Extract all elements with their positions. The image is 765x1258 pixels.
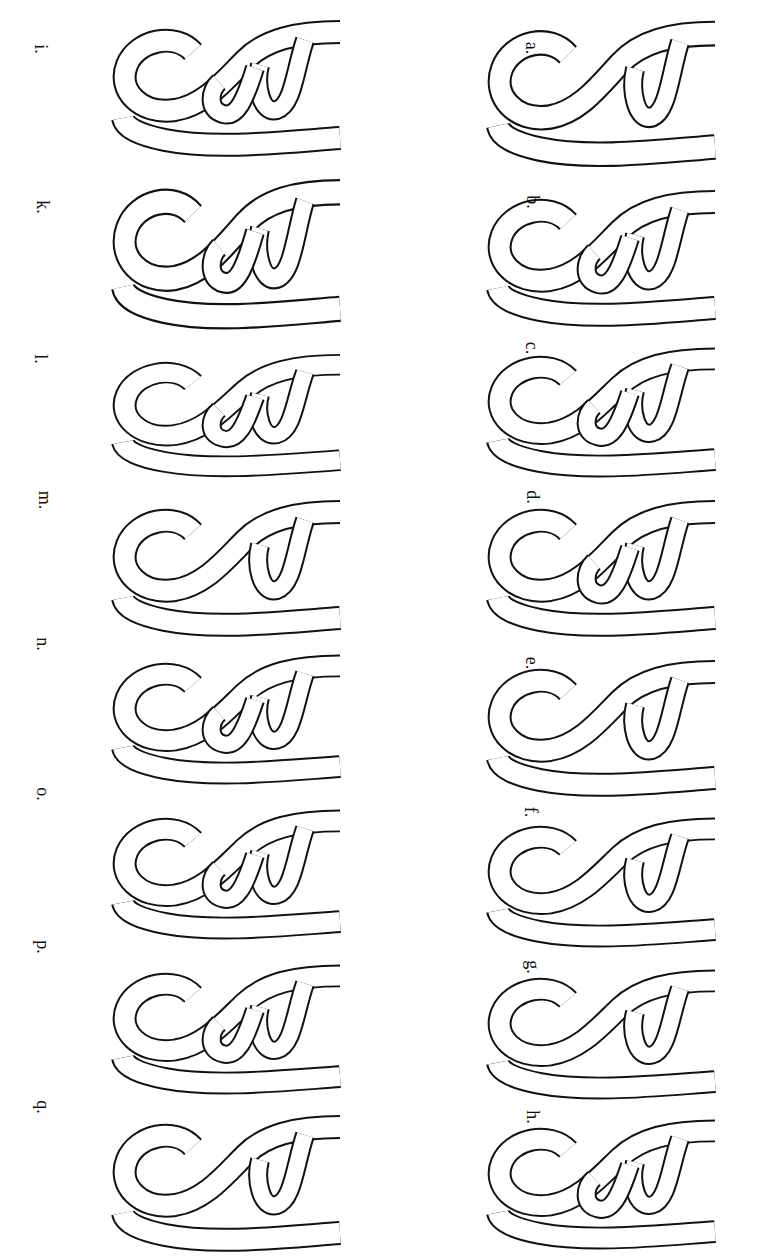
figure-letter: a. [523,42,541,55]
figure-letter: g. [524,961,542,975]
figure-letter: c. [523,342,541,355]
figure-letter: l. [32,354,50,364]
figure-letter: o. [34,788,52,802]
figure-letter: d. [524,491,542,505]
figure-letter: h. [524,1111,542,1125]
figure-letter: i. [32,44,50,54]
figure-letter: b. [524,196,542,210]
figure-letter: m. [36,490,54,509]
figure-letter: f. [522,807,540,818]
figure-letter: p. [34,941,52,955]
figure-letter: k. [34,201,52,215]
figure-letter: q. [34,1101,52,1115]
figure-letter: e. [523,657,541,670]
figure-letter: n. [34,638,52,652]
